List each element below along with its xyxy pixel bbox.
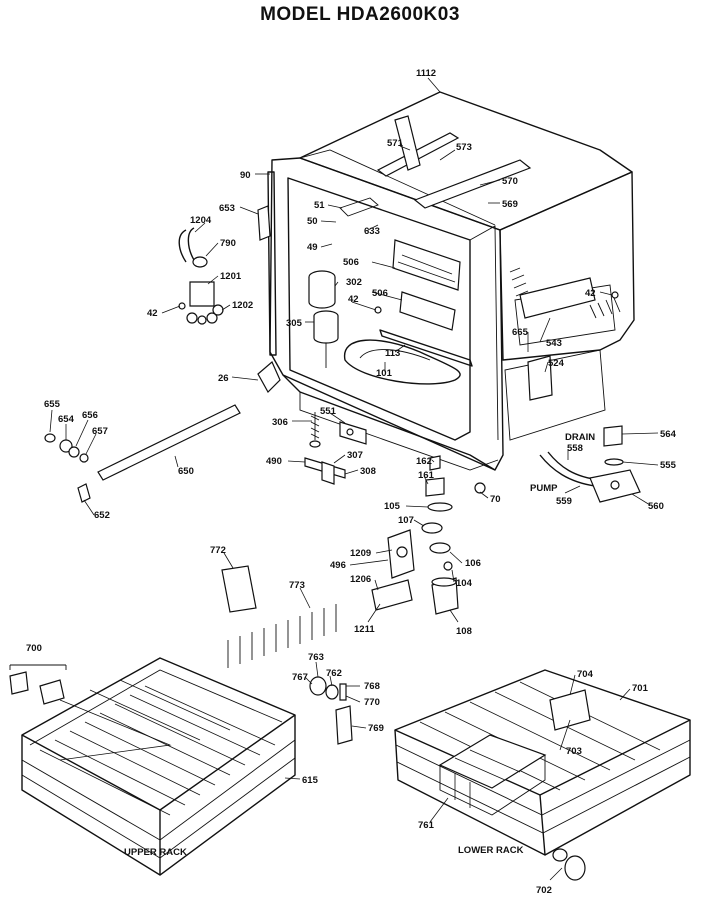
callout-42b: 42 [348,294,359,305]
model-title: MODEL HDA2600K03 [260,4,460,25]
callout-162: 162 [416,456,432,467]
callout-762: 762 [326,668,342,679]
callout-42c: 42 [585,288,596,299]
callout-50: 50 [307,216,318,227]
callout-101: 101 [376,368,393,379]
callout-90: 90 [240,170,251,181]
callout-1202: 1202 [232,300,253,311]
callout-506a: 506 [343,257,359,268]
label-pump: PUMP [530,483,558,494]
callout-573: 573 [456,142,472,153]
callout-665: 665 [512,327,529,338]
callout-569: 569 [502,199,518,210]
callout-654: 654 [58,414,75,425]
upper-rack [9,657,296,876]
callout-308: 308 [360,466,376,477]
callout-1201: 1201 [220,271,242,282]
callout-302: 302 [346,277,362,288]
callout-306: 306 [272,417,288,428]
callout-49: 49 [307,242,318,253]
callout-559: 559 [556,496,572,507]
callout-700: 700 [26,643,42,654]
callout-702: 702 [536,885,552,896]
callout-543: 543 [546,338,562,349]
callout-650: 650 [178,466,194,477]
rack-tines [221,565,353,745]
callout-657: 657 [92,426,108,437]
callout-703: 703 [566,746,582,757]
callout-704: 704 [577,669,594,680]
callout-772: 772 [210,545,226,556]
callout-108: 108 [456,626,472,637]
callout-769: 769 [368,723,384,734]
callout-307: 307 [347,450,363,461]
callout-790: 790 [220,238,236,249]
pump-assembly [371,425,641,615]
label-upper-rack: UPPER RACK [124,847,187,858]
callout-104: 104 [456,578,473,589]
callout-506b: 506 [372,288,388,299]
callout-653: 653 [219,203,235,214]
callout-107: 107 [398,515,414,526]
callout-1112: 1112 [416,68,436,79]
callout-51: 51 [314,200,325,211]
tub-assembly [257,91,635,471]
label-drain: DRAIN [565,432,595,443]
callout-761: 761 [418,820,435,831]
callout-652: 652 [94,510,110,521]
callout-1204: 1204 [190,215,212,226]
callout-701: 701 [632,683,649,694]
callout-113: 113 [385,348,400,359]
callout-490: 490 [266,456,282,467]
callout-555: 555 [660,460,677,471]
callout-161: 161 [418,470,435,481]
water-valve-assembly [178,227,224,325]
callout-1209: 1209 [350,548,371,559]
callout-558: 558 [567,443,583,454]
callout-571: 571 [387,138,404,149]
callout-570: 570 [502,176,518,187]
callout-70: 70 [490,494,501,505]
callout-767: 767 [292,672,308,683]
callout-770: 770 [364,697,380,708]
callout-labels: 1112 571 573 570 569 90 653 51 50 49 633… [26,68,677,896]
callout-105: 105 [384,501,401,512]
callout-633: 633 [364,226,380,237]
callout-1211: 1211 [354,624,375,635]
callout-564: 564 [660,429,677,440]
callout-42a: 42 [147,308,158,319]
callout-655: 655 [44,399,61,410]
leader-lines [49,77,659,881]
callout-305: 305 [286,318,303,329]
callout-26: 26 [218,373,229,384]
callout-615: 615 [302,775,319,786]
callout-551: 551 [320,406,337,417]
lower-rack [394,669,691,881]
callout-524: 524 [548,358,565,369]
callout-768: 768 [364,681,380,692]
label-lower-rack: LOWER RACK [458,845,524,856]
door-parts [44,404,367,503]
callout-773: 773 [289,580,305,591]
callout-496: 496 [330,560,346,571]
callout-106: 106 [465,558,481,569]
callout-1206: 1206 [350,574,371,585]
callout-763: 763 [308,652,324,663]
callout-560: 560 [648,501,664,512]
callout-656: 656 [82,410,98,421]
